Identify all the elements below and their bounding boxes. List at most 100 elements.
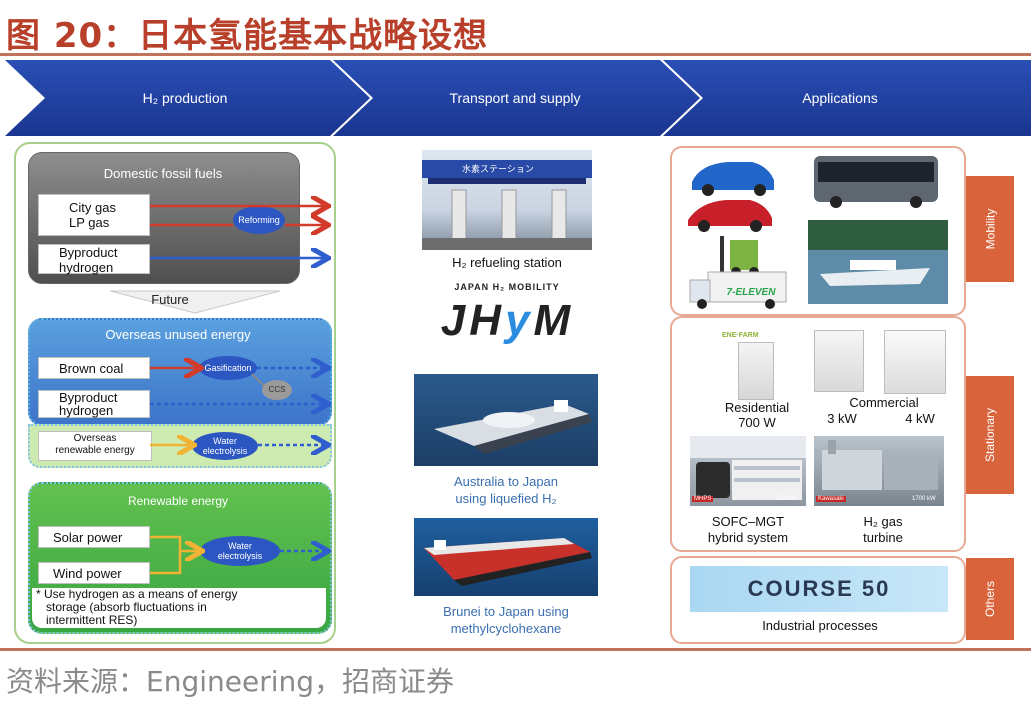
- mhps-tag: MHPS: [692, 496, 714, 502]
- industrial-caption: Industrial processes: [762, 618, 878, 633]
- banner-chevron-1: [5, 60, 370, 136]
- residential-unit: [738, 342, 774, 400]
- solar-power-box: Solar power: [38, 526, 150, 548]
- stationary-panel: [670, 316, 966, 552]
- others-label-text: Others: [982, 580, 997, 618]
- renewable-note-line-2: storage (absorb fluctuations in: [46, 600, 207, 614]
- overseas-title: Overseas unused energy: [105, 327, 251, 342]
- production-panel: [14, 142, 336, 644]
- red-car: [688, 200, 772, 226]
- lh2-carrier-photo: [414, 374, 598, 466]
- jhym-letter-y: y: [505, 296, 534, 345]
- reforming-oval: Reforming: [233, 206, 285, 234]
- sofc-mgt-photo: MHPS 250 kW: [690, 436, 806, 506]
- banner-chevrons: [5, 60, 1031, 136]
- jhym-letter-m: M: [533, 296, 575, 345]
- renewable-note-line-3: intermittent RES): [46, 613, 138, 627]
- byproduct-overseas-box: Byproduct hydrogen: [38, 390, 150, 418]
- brown-coal-box: Brown coal: [38, 357, 150, 379]
- residential-caption: Residential 700 W: [712, 400, 802, 430]
- overseas-electrolysis-label-2: electrolysis: [202, 446, 248, 456]
- gas-turbine-drawing: [822, 440, 938, 490]
- h2gas-line-2: turbine: [863, 530, 903, 545]
- h2-gas-turbine-caption: H₂ gas turbine: [818, 514, 948, 546]
- arrow-to-ccs: [251, 373, 265, 387]
- renewable-title: Renewable energy: [127, 494, 229, 508]
- australia-line-2: using liquefied H₂: [455, 491, 557, 506]
- source-text: 资料来源：Engineering，招商证券: [6, 665, 455, 698]
- gasification-oval: Gasification: [199, 356, 257, 380]
- commercial-4kw-unit: [884, 330, 946, 394]
- overseas-renewable-label-2: renewable energy: [55, 445, 135, 456]
- stationary-label-text: Stationary: [983, 407, 997, 463]
- jhym-letter-j: J: [440, 296, 470, 345]
- sofc-line-2: hybrid system: [707, 530, 789, 545]
- ccs-oval: CCS: [262, 380, 292, 400]
- kw4-caption: 4 kW: [905, 411, 935, 426]
- jhym-logo: JHyM: [420, 296, 595, 346]
- blue-car: [692, 162, 774, 190]
- kw1700-tag: 1700 kW: [912, 496, 936, 502]
- sofc-mgt-drawing: [690, 436, 806, 500]
- renewable-electrolysis-label-2: electrolysis: [217, 551, 263, 561]
- brunei-line-1: Brunei to Japan using: [443, 604, 569, 619]
- overseas-electrolysis-label-1: Water: [213, 436, 237, 446]
- production-arrows: [150, 0, 340, 575]
- byproduct-domestic-label-2: hydrogen: [59, 260, 114, 275]
- title-rule: [0, 53, 1031, 56]
- future-label: Future: [151, 292, 189, 307]
- byproduct-domestic-box: Byproduct hydrogen: [38, 244, 150, 275]
- residential-line-1: Residential: [724, 400, 790, 415]
- jhym-header: JAPAN H₂ MOBILITY: [454, 282, 560, 292]
- refueling-station-photo: 水素ステーション: [422, 150, 592, 250]
- kw250-tag: 250 kW: [776, 496, 797, 502]
- truck-text: 7-ELEVEN: [726, 287, 776, 298]
- wind-power-box: Wind power: [38, 562, 150, 584]
- banner-label-production: H₂ production: [142, 90, 228, 106]
- byproduct-overseas-label-2: hydrogen: [59, 403, 114, 418]
- station-sign-text: 水素ステーション: [462, 165, 534, 175]
- kw3-caption: 3 kW: [827, 411, 857, 426]
- mobility-label-text: Mobility: [983, 208, 997, 250]
- source-rule: [0, 648, 1031, 651]
- banner-label-applications: Applications: [802, 90, 878, 106]
- commercial-3kw-unit: [814, 330, 864, 392]
- course50-text: COURSE 50: [747, 576, 891, 601]
- h2gas-line-1: H₂ gas: [863, 514, 903, 529]
- banner-chevron-2: [333, 60, 700, 136]
- jhym-letter-h: H: [469, 296, 506, 345]
- others-label: Others: [966, 558, 1014, 640]
- city-lp-gas-box: City gas LP gas: [38, 194, 150, 236]
- renewable-note-line-1: * Use hydrogen as a means of energy: [36, 587, 238, 601]
- overseas-renewable-box: Overseas renewable energy: [38, 431, 152, 461]
- lp-gas-label: LP gas: [69, 215, 110, 230]
- page-title: 图 20：日本氢能基本战略设想: [6, 16, 489, 56]
- city-gas-label: City gas: [69, 200, 116, 215]
- kawasaki-tag: Kawasaki: [816, 496, 846, 502]
- brunei-caption: Brunei to Japan using methylcyclohexane: [400, 603, 612, 637]
- mch-tanker-drawing: [424, 538, 592, 586]
- byproduct-domestic-label-1: Byproduct: [59, 245, 118, 260]
- future-arrow: [110, 290, 280, 314]
- sofc-caption: SOFC–MGT hybrid system: [688, 514, 808, 546]
- australia-caption: Australia to Japan using liquefied H₂: [400, 473, 612, 507]
- residential-line-2: 700 W: [738, 415, 776, 430]
- mch-tanker-photo: [414, 518, 598, 596]
- fossil-title: Domestic fossil fuels: [103, 166, 223, 181]
- stationary-label: Stationary: [966, 376, 1014, 494]
- gas-turbine-photo: Kawasaki 1700 kW: [814, 436, 944, 506]
- overseas-renewable-label-1: Overseas: [73, 433, 117, 444]
- mobility-drawings: [688, 156, 948, 309]
- sofc-line-1: SOFC–MGT: [711, 514, 785, 529]
- bracket-renewable: [150, 535, 182, 575]
- australia-line-1: Australia to Japan: [453, 474, 559, 489]
- ene-farm-logo: ENE·FARM: [722, 332, 759, 339]
- banner-label-transport: Transport and supply: [449, 90, 581, 106]
- mobility-label: Mobility: [966, 176, 1014, 282]
- renewable-note: * Use hydrogen as a means of energy stor…: [32, 588, 326, 628]
- others-panel: [670, 556, 966, 644]
- lh2-carrier-drawing: [434, 400, 592, 454]
- course50-logo: COURSE 50: [690, 566, 948, 612]
- renewable-electrolysis-label-1: Water: [228, 541, 252, 551]
